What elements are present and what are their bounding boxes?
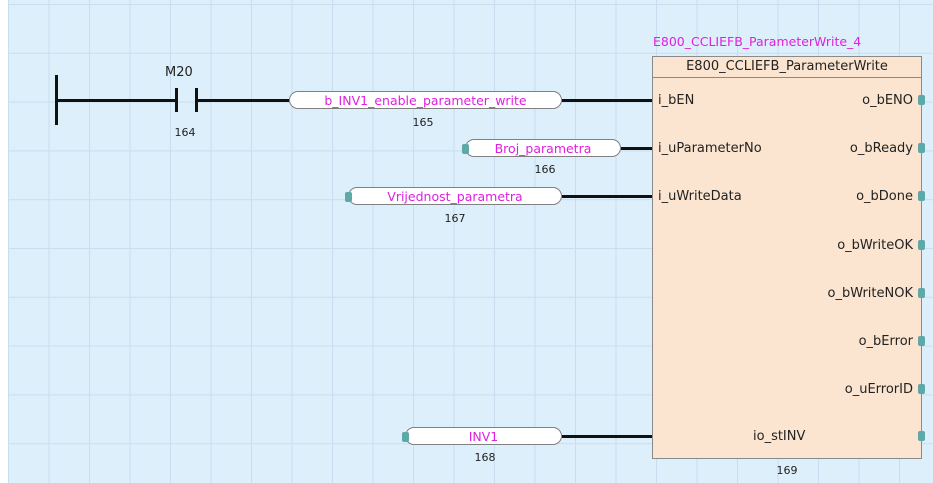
variable-inv1[interactable]: INV1 xyxy=(402,427,562,445)
pin-i_bEN[interactable]: i_bEN xyxy=(658,93,695,108)
function-block[interactable]: E800_CCLIEFB_ParameterWrite i_bEN i_uPar… xyxy=(652,56,922,459)
contact-step-number: 164 xyxy=(174,126,196,139)
output-pin-dot xyxy=(918,143,925,153)
pin-o_bDone[interactable]: o_bDone xyxy=(856,189,913,204)
variable-step-number: 165 xyxy=(412,116,434,129)
variable-label: INV1 xyxy=(468,429,499,444)
wire-to-io_stINV xyxy=(562,435,652,438)
variable-enable-parameter-write[interactable]: b_INV1_enable_parameter_write xyxy=(289,91,562,109)
rung-wire-2 xyxy=(197,99,289,102)
wire-to-i_bEN xyxy=(562,99,652,102)
variable-step-number: 167 xyxy=(444,212,466,225)
fb-instance-name[interactable]: E800_CCLIEFB_ParameterWrite_4 xyxy=(653,34,862,49)
pin-io_stINV[interactable]: io_stINV xyxy=(753,429,806,444)
variable-label: Broj_parametra xyxy=(494,141,592,156)
output-pin-dot xyxy=(918,384,925,394)
contact-device-label: M20 xyxy=(165,65,193,80)
rung-wire-1 xyxy=(57,99,175,102)
wire-to-i_uParameterNo xyxy=(621,147,652,150)
output-pin-dot xyxy=(918,240,925,250)
variable-pin-dot xyxy=(345,192,352,202)
output-pin-dot xyxy=(918,191,925,201)
left-power-rail xyxy=(55,75,58,125)
variable-broj-parametra[interactable]: Broj_parametra xyxy=(462,139,621,157)
pin-o_bReady[interactable]: o_bReady xyxy=(849,141,913,156)
variable-label: Vrijednost_parametra xyxy=(387,189,523,204)
variable-pin-dot xyxy=(462,144,469,154)
pin-o_bWriteNOK[interactable]: o_bWriteNOK xyxy=(827,286,913,301)
variable-step-number: 168 xyxy=(474,451,496,464)
fb-type-name: E800_CCLIEFB_ParameterWrite xyxy=(653,59,921,78)
pin-i_uParameterNo[interactable]: i_uParameterNo xyxy=(658,141,762,156)
output-pin-dot xyxy=(918,288,925,298)
pin-i_uWriteData[interactable]: i_uWriteData xyxy=(658,189,742,204)
pin-o_bError[interactable]: o_bError xyxy=(858,334,913,349)
fb-step-number: 169 xyxy=(776,464,798,477)
variable-label: b_INV1_enable_parameter_write xyxy=(324,93,527,108)
variable-vrijednost-parametra[interactable]: Vrijednost_parametra xyxy=(345,187,562,205)
contact-left-bar[interactable] xyxy=(175,88,178,112)
pin-o_bWriteOK[interactable]: o_bWriteOK xyxy=(837,238,913,253)
pin-o_bENO[interactable]: o_bENO xyxy=(862,93,913,108)
variable-pin-dot xyxy=(402,432,409,442)
wire-to-i_uWriteData xyxy=(562,195,652,198)
pin-o_uErrorID[interactable]: o_uErrorID xyxy=(844,382,913,397)
output-pin-dot xyxy=(918,431,925,441)
variable-step-number: 166 xyxy=(534,163,556,176)
output-pin-dot xyxy=(918,95,925,105)
output-pin-dot xyxy=(918,336,925,346)
contact-right-bar[interactable] xyxy=(195,88,198,112)
